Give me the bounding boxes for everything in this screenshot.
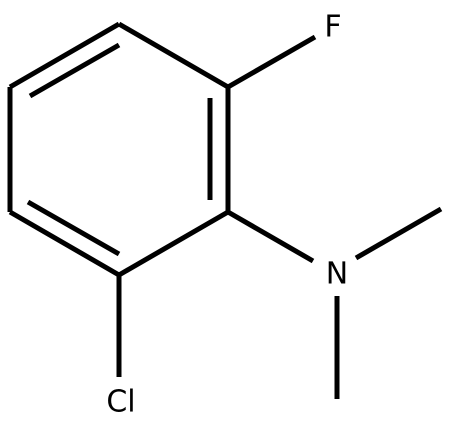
ring-bond-c5-c6 (8, 209, 121, 278)
benzene-ring (7, 21, 231, 278)
ring-bond-c3-c4 (8, 21, 121, 90)
ring-bond-c6-c1 (117, 209, 230, 278)
atom-label-chlorine: Cl (106, 385, 135, 420)
bond-c2-f (226, 34, 317, 90)
ring-double-bond-c5-c6 (26, 199, 121, 257)
atom-label-fluorine: F (324, 10, 341, 45)
bond-c1-n (226, 209, 315, 264)
atom-label-nitrogen: N (326, 257, 348, 292)
bond-n-methyl-top (354, 206, 443, 261)
ring-bond-c2-c3 (117, 21, 230, 90)
ring-double-bond-c3-c4 (28, 42, 121, 99)
